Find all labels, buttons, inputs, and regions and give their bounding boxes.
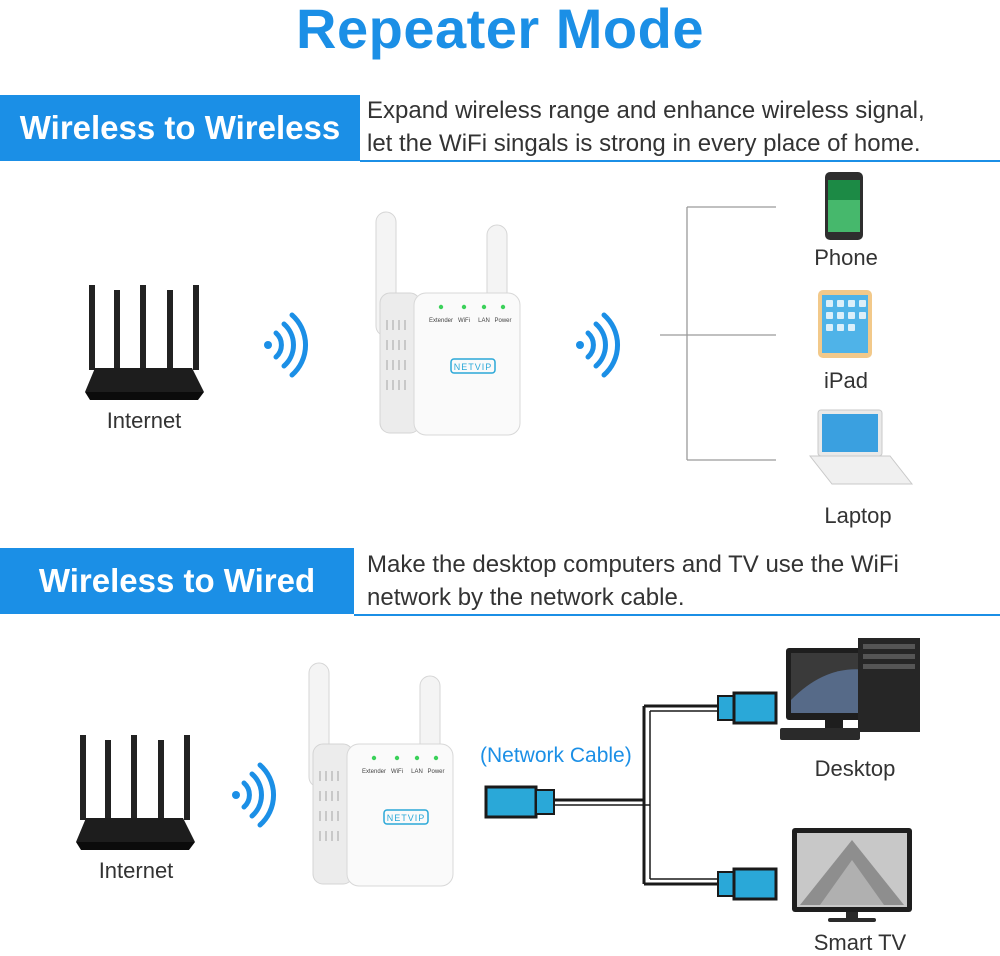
section-banner-wireless-to-wired: Wireless to Wired (0, 548, 354, 614)
wifi-signal-icon (576, 312, 620, 378)
rj45-connector-icon (484, 785, 555, 819)
network-cable (484, 691, 778, 901)
device-label-smart-tv: Smart TV (813, 930, 907, 955)
network-cable-label: (Network Cable) (480, 744, 632, 767)
indicator-label-wifi: WiFi (458, 318, 470, 324)
smart-tv-icon (792, 828, 912, 922)
router-label: Internet (106, 408, 182, 433)
desktop-computer-icon (780, 638, 920, 740)
indicator-label-wifi: WiFi (391, 769, 403, 775)
ipad-icon (818, 290, 872, 358)
section2-description: Make the desktop computers and TV use th… (367, 548, 899, 614)
extender-device: Extender WiFi LAN Power NETVIP (308, 662, 454, 887)
device-label-laptop: Laptop (824, 503, 892, 528)
device-label-phone: Phone (814, 245, 878, 270)
indicator-label-extender: Extender (429, 318, 453, 324)
section2-divider (354, 614, 1000, 616)
extender-brand-label: NETVIP (387, 813, 426, 823)
rj45-connector-icon (717, 691, 778, 725)
page-title: Repeater Mode (296, 0, 704, 60)
section2-illustration: Extender WiFi LAN Power NETVIP (76, 638, 920, 922)
indicator-label-power: Power (494, 318, 511, 324)
section1-divider (360, 160, 1000, 162)
section2-description-line1: Make the desktop computers and TV use th… (367, 551, 899, 578)
indicator-label-lan: LAN (478, 318, 490, 324)
section1-description-line2: let the WiFi singals is strong in every … (367, 130, 921, 157)
section2-description-line2: network by the network cable. (367, 584, 685, 611)
section-banner-wireless-to-wireless: Wireless to Wireless (0, 95, 360, 161)
phone-icon (825, 172, 863, 240)
device-label-desktop: Desktop (814, 756, 896, 781)
indicator-label-power: Power (427, 769, 444, 775)
section1-illustration: Extender WiFi LAN Power NETVIP (85, 172, 914, 485)
wifi-signal-icon (232, 762, 276, 828)
router-label: Internet (98, 858, 174, 883)
indicator-label-extender: Extender (362, 769, 386, 775)
laptop-icon (808, 409, 914, 485)
connection-bracket (660, 206, 776, 461)
section1-description-line1: Expand wireless range and enhance wirele… (367, 97, 925, 124)
wifi-signal-icon (264, 312, 308, 378)
section1-description: Expand wireless range and enhance wirele… (367, 94, 925, 160)
router-icon (76, 735, 195, 850)
device-label-ipad: iPad (823, 368, 869, 393)
extender-device: Extender WiFi LAN Power NETVIP (375, 211, 521, 436)
indicator-label-lan: LAN (411, 769, 423, 775)
extender-brand-label: NETVIP (454, 362, 493, 372)
rj45-connector-icon (717, 867, 778, 901)
router-icon (85, 285, 204, 400)
